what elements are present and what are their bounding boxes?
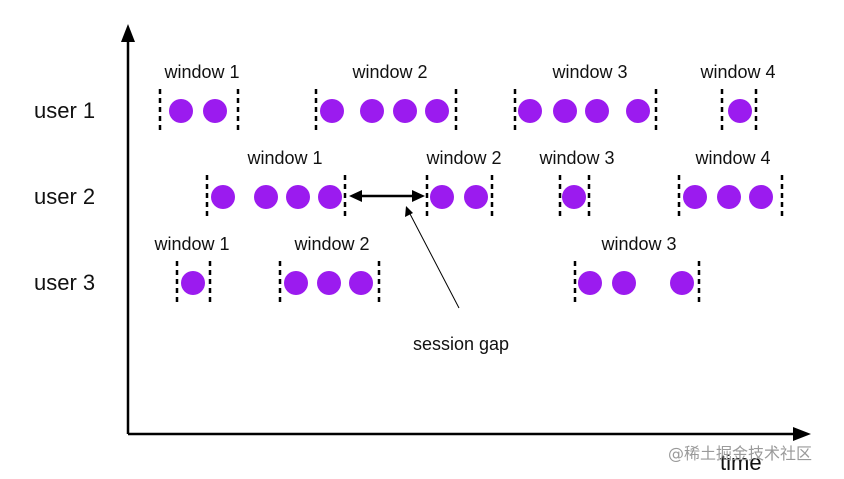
window-label: window 1: [163, 62, 239, 82]
window-label: window 4: [699, 62, 775, 82]
event-dot: [169, 99, 193, 123]
event-dot: [318, 185, 342, 209]
event-dot: [430, 185, 454, 209]
event-dot: [349, 271, 373, 295]
window-label: window 1: [246, 148, 322, 168]
window-label: window 2: [351, 62, 427, 82]
x-axis-label: time: [720, 450, 762, 475]
window-group: window 2: [425, 148, 502, 219]
event-dot: [286, 185, 310, 209]
window-label: window 1: [153, 234, 229, 254]
window-group: window 1: [205, 148, 347, 219]
window-label: window 3: [538, 148, 614, 168]
window-group: window 4: [677, 148, 784, 219]
y-axis-arrowhead: [121, 24, 135, 42]
session-gap-label: session gap: [413, 334, 509, 354]
event-dot: [562, 185, 586, 209]
event-dot: [585, 99, 609, 123]
event-dot: [626, 99, 650, 123]
watermark: @稀土掘金技术社区: [668, 444, 812, 463]
event-dot: [181, 271, 205, 295]
event-dot: [553, 99, 577, 123]
event-dot: [717, 185, 741, 209]
session-gap-pointer: [408, 211, 460, 309]
window-label: window 2: [425, 148, 501, 168]
event-dot: [683, 185, 707, 209]
event-dot: [670, 271, 694, 295]
window-group: window 4: [699, 62, 776, 133]
window-group: window 2: [278, 234, 381, 305]
windows-layer: window 1 window 2 window 3 window 4 window 1…: [153, 62, 784, 305]
window-group: window 3: [573, 234, 701, 305]
row-label-user-1: user 1: [34, 98, 95, 123]
event-dot: [211, 185, 235, 209]
event-dot: [203, 99, 227, 123]
x-axis-arrowhead: [793, 427, 811, 441]
session-gap-pointer-head: [405, 206, 413, 217]
window-group: window 1: [153, 234, 230, 305]
event-dot: [254, 185, 278, 209]
session-gap-arrowhead-left: [349, 190, 362, 202]
event-dot: [518, 99, 542, 123]
window-group: window 3: [538, 148, 615, 219]
window-label: window 4: [694, 148, 770, 168]
window-group: window 2: [314, 62, 458, 133]
window-group: window 3: [513, 62, 658, 133]
window-group: window 1: [158, 62, 240, 133]
event-dot: [612, 271, 636, 295]
window-label: window 3: [551, 62, 627, 82]
event-dot: [393, 99, 417, 123]
session-gap-arrowhead-right: [412, 190, 425, 202]
row-label-user-3: user 3: [34, 270, 95, 295]
event-dot: [728, 99, 752, 123]
event-dot: [317, 271, 341, 295]
event-dot: [425, 99, 449, 123]
event-dot: [360, 99, 384, 123]
event-dot: [320, 99, 344, 123]
window-label: window 3: [600, 234, 676, 254]
event-dot: [578, 271, 602, 295]
event-dot: [464, 185, 488, 209]
event-dot: [749, 185, 773, 209]
event-dot: [284, 271, 308, 295]
row-label-user-2: user 2: [34, 184, 95, 209]
window-label: window 2: [293, 234, 369, 254]
